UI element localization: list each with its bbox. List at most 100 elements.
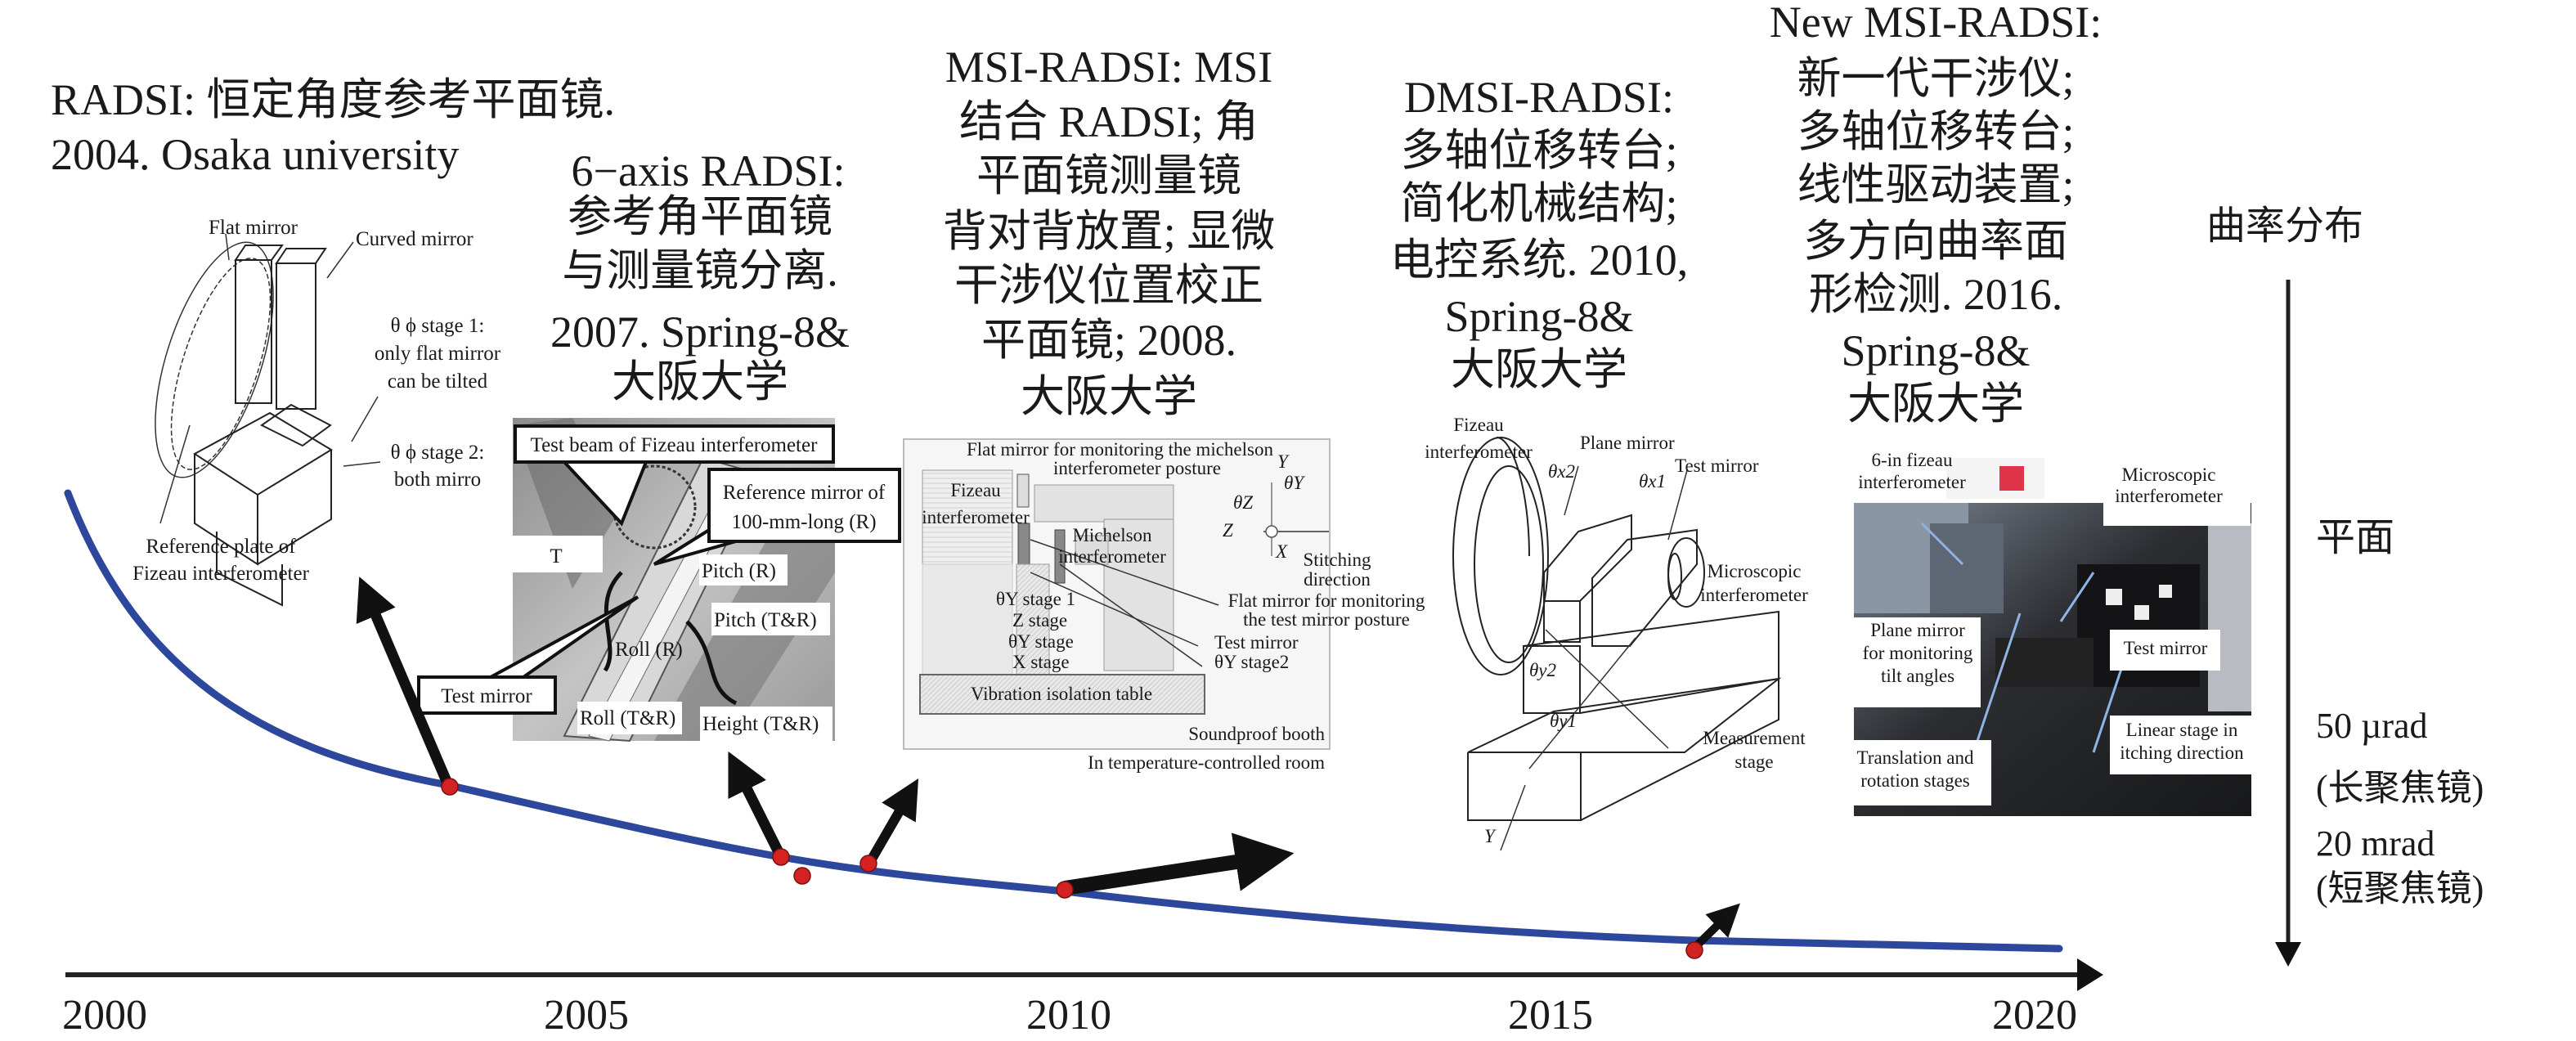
fizeau-interferometer-shape	[1452, 437, 1549, 675]
label-flat-mirror-test: Flat mirror for monitoring	[1228, 590, 1425, 611]
milestone-line: 参考角平面镜	[568, 192, 832, 241]
label-stage1: only flat mirror	[375, 343, 501, 365]
milestone-dot-2010	[1056, 881, 1074, 899]
milestone-line: New MSI-RADSI:	[1770, 0, 2103, 47]
curvature-axis: 曲率分布 平面 50 µrad (长聚焦镜) 20 mrad (短聚焦镜)	[2206, 204, 2484, 967]
year-tick-2020: 2020	[1992, 992, 2077, 1039]
label-translation-stages: rotation stages	[1860, 770, 1970, 791]
figure-6axis-radsi-render: T Test beam of Fizeau interferometer Ref…	[417, 418, 901, 743]
label-flat-mirror-test: the test mirror posture	[1243, 609, 1410, 630]
label-plane-mirror: Plane mirror	[1870, 620, 1965, 640]
label-stage2: θ ϕ stage 2:	[391, 442, 485, 464]
label-6in-fizeau: interferometer	[1858, 472, 1966, 492]
milestone-line: DMSI-RADSI:	[1404, 73, 1674, 122]
milestone-line: 大阪大学	[1847, 379, 2024, 429]
year-tick-2015: 2015	[1508, 992, 1593, 1039]
label-theta-y-stage2: θY stage2	[1214, 652, 1289, 672]
label-pitch-tr: Pitch (T&R)	[714, 609, 817, 631]
milestone-2004-radsi: RADSI: 恒定角度参考平面镜. 2004. Osaka university	[51, 75, 615, 179]
label-flat-mirror-michelson: Flat mirror for monitoring the michelson	[967, 439, 1273, 460]
arrow-2016	[1692, 903, 1740, 950]
label-test-beam: Test beam of Fizeau interferometer	[531, 434, 819, 456]
label-theta-x2: θx2	[1548, 461, 1575, 482]
arrow-2004	[356, 577, 453, 787]
label-reference-plate: Fizeau interferometer	[132, 563, 310, 585]
label-6in-fizeau: 6-in fizeau	[1872, 450, 1953, 470]
label-stitching: direction	[1304, 569, 1371, 590]
label-michelson: Michelson	[1072, 525, 1152, 545]
label-fizeau: Fizeau	[1453, 415, 1504, 435]
label-michelson: interferometer	[1058, 546, 1166, 567]
label-reference-mirror: 100-mm-long (R)	[731, 511, 876, 533]
label-microscopic: Microscopic	[1708, 561, 1802, 581]
milestone-line: 新一代干涉仪;	[1797, 54, 2074, 103]
label-reference-mirror: Reference mirror of	[723, 482, 886, 504]
milestone-dots	[441, 778, 1703, 959]
milestone-line: 背对背放置; 显微	[943, 207, 1276, 256]
curvature-trend-curve	[64, 489, 2063, 953]
figure-msi-radsi-schematic: Flat mirror for monitoring the michelson…	[903, 438, 1425, 773]
label-reference-plate: Reference plate of	[146, 536, 296, 558]
milestone-line: 2007. Spring-8&	[550, 307, 850, 357]
curvature-label-short-focus: (短聚焦镜)	[2316, 868, 2484, 909]
reference-plate-ring	[155, 241, 274, 478]
milestone-line: 2004. Osaka university	[51, 130, 459, 179]
milestone-dot-2016	[1685, 941, 1703, 959]
label-y: Y	[1484, 826, 1497, 846]
label-fizeau: Fizeau	[950, 480, 1001, 500]
curvature-value-long-focus: 50 µrad	[2316, 706, 2428, 746]
label-test-mirror: Test mirror	[1675, 455, 1759, 476]
figure-radsi-schematic: Flat mirror Curved mirror θ ϕ stage 1: o…	[132, 217, 501, 607]
label-z-stage: Z stage	[1012, 610, 1067, 630]
label-theta-y2: θy2	[1529, 660, 1556, 680]
milestone-line: 大阪大学	[612, 357, 788, 406]
callout-test-beam	[514, 424, 835, 464]
milestone-line: 电控系统. 2010,	[1390, 236, 1689, 285]
time-axis-arrowhead	[2077, 958, 2103, 991]
label-linear-stage: itching direction	[2120, 743, 2244, 763]
label-theta-x1: θx1	[1639, 471, 1666, 491]
label-fizeau: interferometer	[922, 507, 1030, 527]
curvature-axis-title: 曲率分布	[2206, 204, 2363, 248]
year-tick-2000: 2000	[62, 992, 147, 1039]
milestone-line: 多轴位移转台;	[1400, 126, 1677, 175]
milestone-line: 多轴位移转台;	[1797, 107, 2074, 156]
arrow-2010	[1063, 832, 1295, 895]
label-theta-y-stage1: θY stage 1	[996, 589, 1075, 609]
milestone-line: MSI-RADSI: MSI	[945, 43, 1273, 92]
milestone-2010-dmsi-radsi: DMSI-RADSI: 多轴位移转台; 简化机械结构; 电控系统. 2010, …	[1390, 73, 1689, 394]
milestone-line: 平面镜测量镜	[976, 151, 1241, 200]
label-stage2: both mirro	[394, 469, 481, 491]
milestone-2016-new-msi-radsi: New MSI-RADSI: 新一代干涉仪; 多轴位移转台; 线性驱动装置; 多…	[1770, 0, 2103, 429]
curved-mirror-shape	[276, 262, 316, 410]
label-measurement-stage: Measurement	[1703, 728, 1806, 748]
label-flat-mirror: Flat mirror	[209, 217, 298, 239]
label-translation-stages: Translation and	[1857, 747, 1974, 768]
label-axis-theta-z: θZ	[1233, 492, 1253, 513]
label-axis-z: Z	[1223, 520, 1233, 541]
milestone-line: 干涉仪位置校正	[954, 261, 1263, 310]
label-microscopic: Microscopic	[2122, 464, 2216, 485]
milestone-line: 6−axis RADSI:	[572, 146, 846, 195]
milestone-2007-6axis-radsi: 6−axis RADSI: 参考角平面镜 与测量镜分离. 2007. Sprin…	[550, 146, 850, 406]
milestone-line: Spring-8&	[1841, 326, 2030, 375]
milestone-line: 与测量镜分离.	[562, 246, 838, 295]
milestone-line: 大阪大学	[1021, 372, 1197, 421]
milestone-line: 平面镜; 2008.	[981, 316, 1236, 365]
label-test-mirror: Test mirror	[2124, 638, 2208, 658]
time-axis: 2000 2005 2010 2015 2020	[62, 958, 2103, 1039]
label-t: T	[550, 545, 562, 568]
label-plane-mirror: tilt angles	[1881, 666, 1954, 686]
milestone-dot-2008	[859, 855, 877, 873]
label-fizeau: interferometer	[1425, 442, 1533, 462]
label-axis-y: Y	[1277, 451, 1290, 472]
flat-mirror-shape	[235, 259, 272, 404]
label-vibration-table: Vibration isolation table	[971, 684, 1152, 704]
callout-reference-mirror	[707, 468, 901, 543]
label-curved-mirror: Curved mirror	[356, 228, 473, 250]
label-stitching: Stitching	[1303, 550, 1371, 570]
label-roll-tr: Roll (T&R)	[580, 707, 675, 729]
label-plane-mirror: Plane mirror	[1580, 433, 1675, 453]
milestone-arrows	[356, 577, 1740, 950]
